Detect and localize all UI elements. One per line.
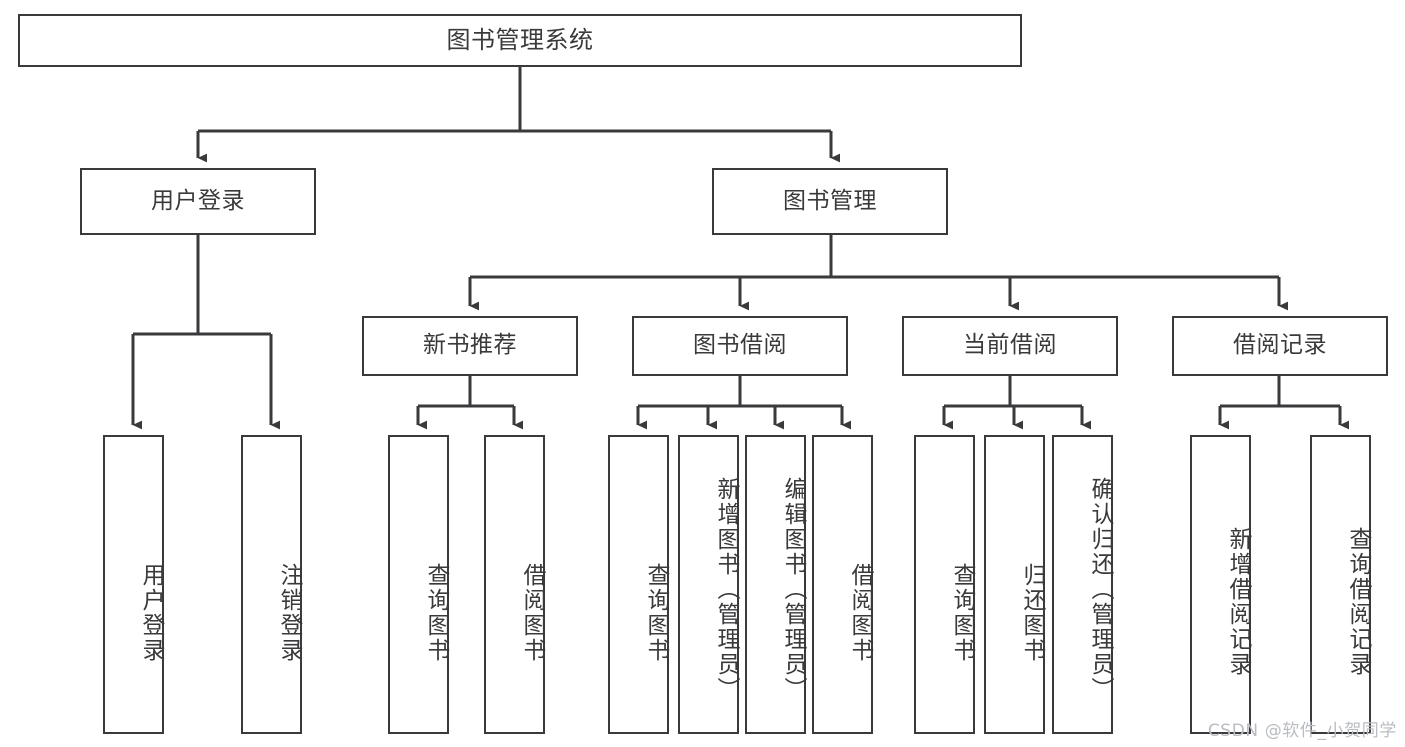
node-book-management-label: 图书管理: [783, 187, 877, 214]
node-root[interactable]: 图书管理系统: [18, 14, 1022, 67]
leaf-return-book[interactable]: 归还图书: [984, 435, 1045, 734]
leaf-edit-book-admin[interactable]: 编辑图书（管理员）: [745, 435, 806, 734]
leaf-add-book-admin-label: 新增图书（管理员）: [713, 477, 739, 702]
node-book-management[interactable]: 图书管理: [712, 168, 948, 235]
leaf-recommend-query-book-label: 查询图书: [423, 562, 449, 663]
node-current-borrow-label: 当前借阅: [963, 332, 1057, 359]
node-book-borrow[interactable]: 图书借阅: [632, 316, 848, 376]
leaf-confirm-return-admin-label: 确认归还（管理员）: [1087, 477, 1113, 702]
leaf-query-borrow-record[interactable]: 查询借阅记录: [1310, 435, 1371, 734]
leaf-recommend-borrow-book-label: 借阅图书: [519, 562, 545, 663]
leaf-recommend-borrow-book[interactable]: 借阅图书: [484, 435, 545, 734]
leaf-return-book-label: 归还图书: [1019, 562, 1045, 663]
leaf-borrow-book[interactable]: 借阅图书: [812, 435, 873, 734]
leaf-current-query-book-label: 查询图书: [949, 562, 975, 663]
leaf-user-logout-label: 注销登录: [276, 562, 302, 663]
node-borrow-record[interactable]: 借阅记录: [1172, 316, 1388, 376]
leaf-edit-book-admin-label: 编辑图书（管理员）: [780, 477, 806, 702]
leaf-confirm-return-admin[interactable]: 确认归还（管理员）: [1052, 435, 1113, 734]
watermark: CSDN @软件_小贺同学: [1207, 721, 1397, 741]
node-root-label: 图书管理系统: [446, 26, 594, 55]
leaf-user-login[interactable]: 用户登录: [103, 435, 164, 734]
leaf-add-borrow-record[interactable]: 新增借阅记录: [1190, 435, 1251, 734]
leaf-borrow-query-book-label: 查询图书: [643, 562, 669, 663]
leaf-add-book-admin[interactable]: 新增图书（管理员）: [678, 435, 739, 734]
leaf-user-logout[interactable]: 注销登录: [241, 435, 302, 734]
leaf-user-login-label: 用户登录: [138, 562, 164, 663]
leaf-borrow-book-label: 借阅图书: [847, 562, 873, 663]
leaf-recommend-query-book[interactable]: 查询图书: [388, 435, 449, 734]
node-current-borrow[interactable]: 当前借阅: [902, 316, 1118, 376]
leaf-current-query-book[interactable]: 查询图书: [914, 435, 975, 734]
node-book-borrow-label: 图书借阅: [693, 332, 787, 359]
leaf-add-borrow-record-label: 新增借阅记录: [1225, 526, 1251, 677]
node-borrow-record-label: 借阅记录: [1233, 332, 1327, 359]
leaf-borrow-query-book[interactable]: 查询图书: [608, 435, 669, 734]
leaf-query-borrow-record-label: 查询借阅记录: [1345, 526, 1371, 677]
node-new-book-recommend-label: 新书推荐: [423, 332, 517, 359]
node-user-login[interactable]: 用户登录: [80, 168, 316, 235]
node-new-book-recommend[interactable]: 新书推荐: [362, 316, 578, 376]
node-user-login-label: 用户登录: [151, 187, 245, 214]
